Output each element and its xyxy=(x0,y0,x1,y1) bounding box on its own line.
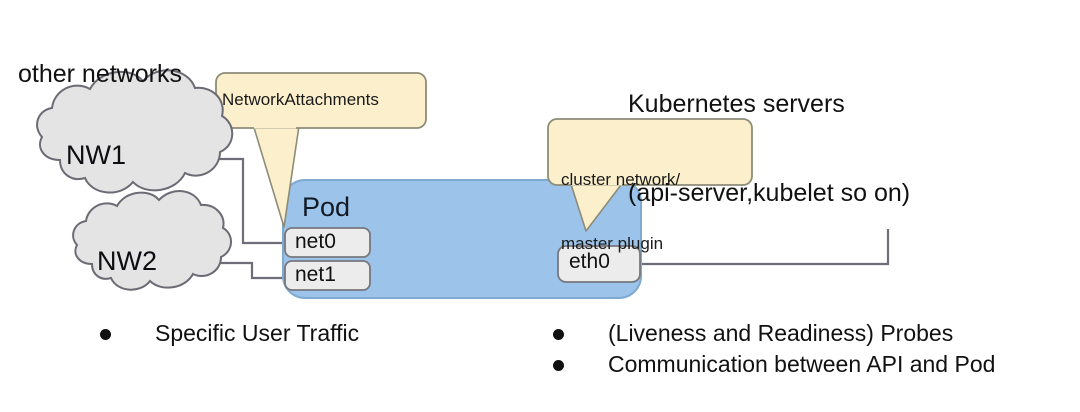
cloud-nw1 xyxy=(36,69,234,194)
bullet-dot-icon xyxy=(553,360,564,371)
callout-label-cluster-network: cluster network/ master plugin xyxy=(561,129,680,296)
interface-box-net1[interactable] xyxy=(284,260,371,291)
interface-label-eth0: eth0 xyxy=(569,250,610,273)
bullet-left-0: Specific User Traffic xyxy=(155,320,360,346)
interface-box-eth0[interactable] xyxy=(557,245,641,283)
bullet-dot-icon xyxy=(100,329,111,340)
pod-container xyxy=(282,179,642,299)
bullet-dot-icon xyxy=(553,329,564,340)
label-kubernetes-servers-line1: Kubernetes servers xyxy=(628,89,845,118)
interface-box-net0[interactable] xyxy=(284,227,371,258)
callout-cluster-network xyxy=(547,118,753,232)
label-kubernetes-servers-line2: (api-server,kubelet so on) xyxy=(628,179,911,207)
label-kubernetes-servers: Kubernetes servers (api-server,kubelet s… xyxy=(628,30,910,267)
link-eth0-to-k8s-servers xyxy=(640,229,890,266)
cloud-label-nw1: NW1 xyxy=(66,140,126,170)
bullet-right-1: Communication between API and Pod xyxy=(608,351,996,377)
link-nw2-to-net1 xyxy=(210,261,286,280)
cloud-nw2 xyxy=(72,190,232,291)
callout-label-cluster-network-line2: master plugin xyxy=(561,233,664,253)
callout-label-cluster-network-line1: cluster network/ xyxy=(561,170,681,190)
interface-label-net1: net1 xyxy=(295,263,336,286)
label-other-networks: other networks xyxy=(18,60,182,88)
label-pod: Pod xyxy=(302,192,351,222)
cloud-label-nw2: NW2 xyxy=(97,246,157,276)
callout-cluster-network-body xyxy=(547,118,753,186)
callout-label-network-attachments: NetworkAttachments xyxy=(222,90,379,109)
interface-label-net0: net0 xyxy=(295,230,336,253)
bullet-right-0: (Liveness and Readiness) Probes xyxy=(608,320,954,346)
